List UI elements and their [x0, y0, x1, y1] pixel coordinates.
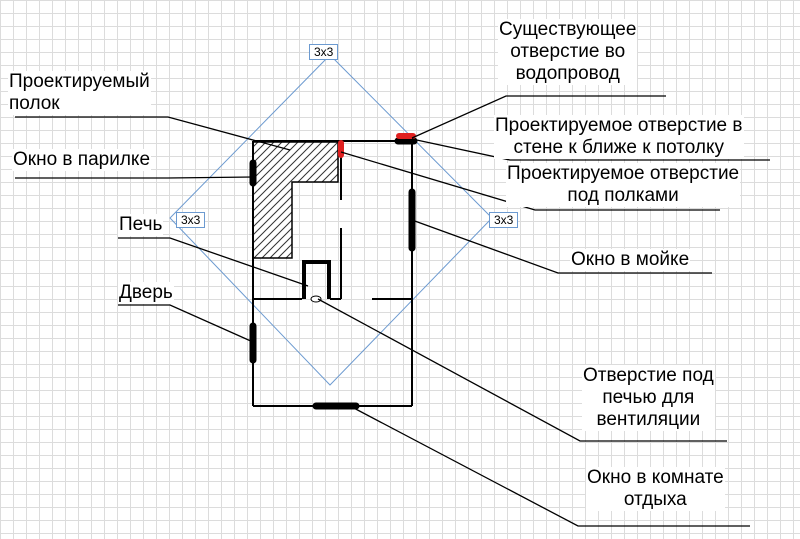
label-shelf: Проектируемый полок [8, 71, 151, 115]
label-existing-hole: Существующее отверстие во водопровод [498, 19, 638, 85]
leader-hole-shelf [340, 151, 720, 211]
label-hole-wall: Проектируемое отверстие в стене к ближе … [494, 115, 744, 159]
shelf-hatch [252, 141, 339, 259]
leader-window-rest [349, 405, 750, 527]
label-window-wash: Окно в мойке [570, 249, 691, 271]
label-window-steam: Окно в парилке [12, 149, 152, 171]
dimension-diamond [169, 54, 493, 386]
leader-stove [118, 237, 309, 287]
leader-lines [15, 95, 770, 527]
leader-door [118, 304, 254, 343]
leader-existing-hole [411, 95, 666, 139]
label-door: Дверь [118, 282, 174, 304]
leader-vent-hole [317, 298, 727, 442]
leader-hole-wall [411, 138, 770, 161]
label-vent-hole: Отверстие под печью для вентиляции [582, 365, 715, 431]
openings [249, 137, 418, 410]
dimension-right: 3x3 [489, 212, 519, 228]
dimension-left: 3x3 [176, 212, 206, 228]
stove-shape [302, 260, 331, 299]
label-stove: Печь [118, 214, 164, 236]
label-window-rest: Окно в комнате отдыха [586, 467, 725, 511]
leader-window-wash [411, 219, 712, 274]
dimension-top: 3x3 [309, 44, 339, 60]
label-hole-shelf: Проектируемое отверстие под полками [506, 163, 741, 207]
leader-shelf [15, 116, 291, 151]
leader-window-steam [15, 176, 254, 179]
vent-hole-marker [310, 295, 322, 303]
